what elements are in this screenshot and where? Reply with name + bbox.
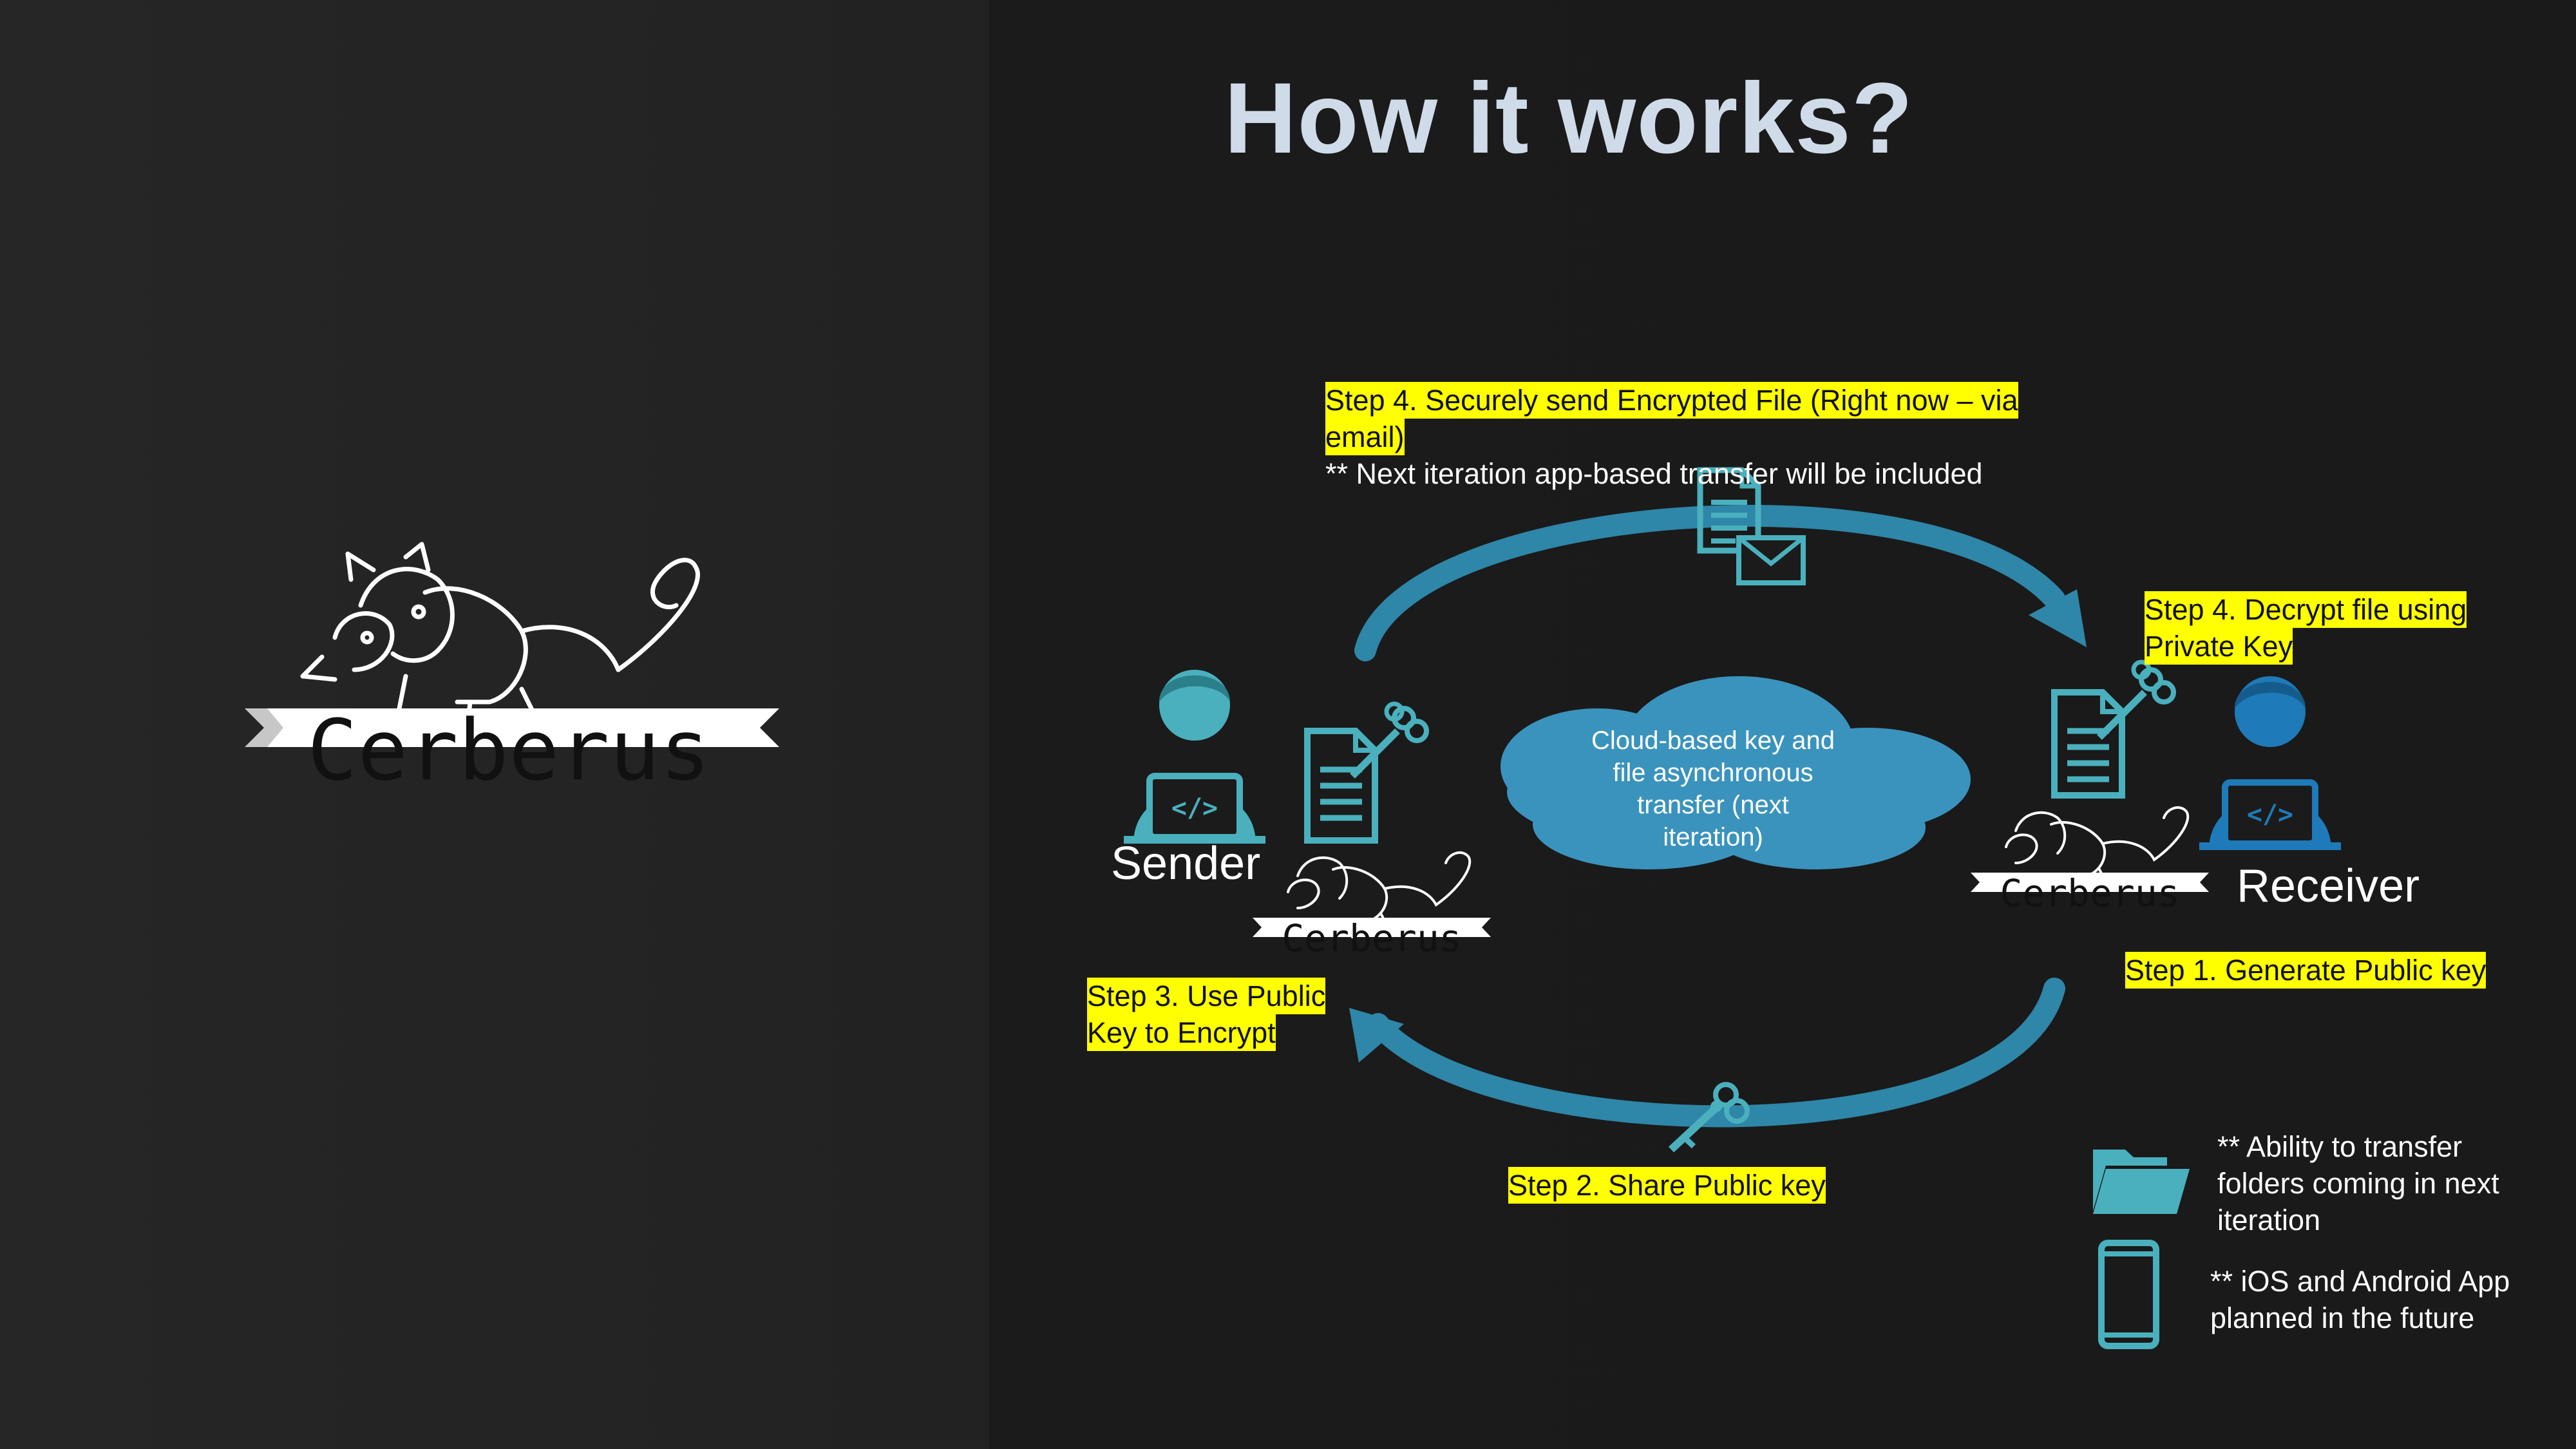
- brand-name-large: Cerberus: [307, 701, 711, 799]
- step4-send-line: Step 4. Securely send Encrypted File (Ri…: [1325, 384, 2018, 417]
- step4-decrypt-line: Step 4. Decrypt file using: [2145, 593, 2467, 626]
- receiver-person-icon: </>: [2199, 676, 2341, 850]
- step1-generate: Step 1. Generate Public key: [2125, 952, 2486, 989]
- step4-send-line: email): [1325, 421, 1405, 453]
- cerberus-logo-small-receiver: [1971, 806, 2209, 893]
- note-mobile-line: planned in the future: [2210, 1302, 2475, 1334]
- cerberus-logo-large: [245, 542, 779, 747]
- note-folders: ** Ability to transfer folders coming in…: [2217, 1128, 2499, 1238]
- step4-send-note: ** Next iteration app-based transfer wil…: [1325, 457, 1983, 490]
- note-folders-line: folders coming in next: [2217, 1167, 2499, 1200]
- sender-label: Sender: [1111, 838, 1261, 889]
- phone-icon: [2098, 1240, 2159, 1349]
- note-folders-line: iteration: [2217, 1204, 2321, 1236]
- cerberus-logo-small: [1253, 851, 1491, 938]
- slide-title: How it works?: [1224, 62, 1914, 175]
- cloud-line: transfer (next: [1637, 791, 1789, 819]
- step3-encrypt-line: Key to Encrypt: [1087, 1016, 1276, 1049]
- cloud-shape: [1501, 676, 1971, 869]
- sender-person-icon: </>: [1124, 670, 1265, 844]
- svg-text:</>: </>: [1171, 793, 1218, 823]
- step3-encrypt-line: Step 3. Use Public: [1087, 980, 1326, 1012]
- step4-send: Step 4. Securely send Encrypted File (Ri…: [1325, 382, 2018, 492]
- step4-decrypt: Step 4. Decrypt file using Private Key: [2145, 591, 2467, 665]
- folder-icon: [2093, 1150, 2190, 1214]
- decrypt-document-icon: [2051, 659, 2176, 799]
- svg-text:</>: </>: [2247, 800, 2293, 829]
- cloud-line: iteration): [1663, 823, 1763, 851]
- step4-decrypt-line: Private Key: [2145, 630, 2293, 663]
- encrypted-document-icon: [1304, 701, 1429, 844]
- note-mobile: ** iOS and Android App planned in the fu…: [2210, 1263, 2510, 1336]
- cloud-line: Cloud-based key and: [1591, 726, 1835, 755]
- document-email-icon: [1697, 467, 1806, 585]
- note-folders-line: ** Ability to transfer: [2217, 1130, 2463, 1163]
- key-icon: [1668, 1082, 1750, 1153]
- cloud-text: Cloud-based key and file asynchronous tr…: [1552, 724, 1874, 853]
- step2-share: Step 2. Share Public key: [1508, 1167, 1826, 1204]
- step3-encrypt: Step 3. Use Public Key to Encrypt: [1087, 978, 1326, 1051]
- receiver-label: Receiver: [2237, 860, 2420, 912]
- brand-name-small-receiver: Cerberus: [2000, 871, 2180, 915]
- brand-name-small-sender: Cerberus: [1282, 916, 1462, 960]
- cloud-line: file asynchronous: [1613, 759, 1814, 787]
- note-mobile-line: ** iOS and Android App: [2210, 1265, 2510, 1298]
